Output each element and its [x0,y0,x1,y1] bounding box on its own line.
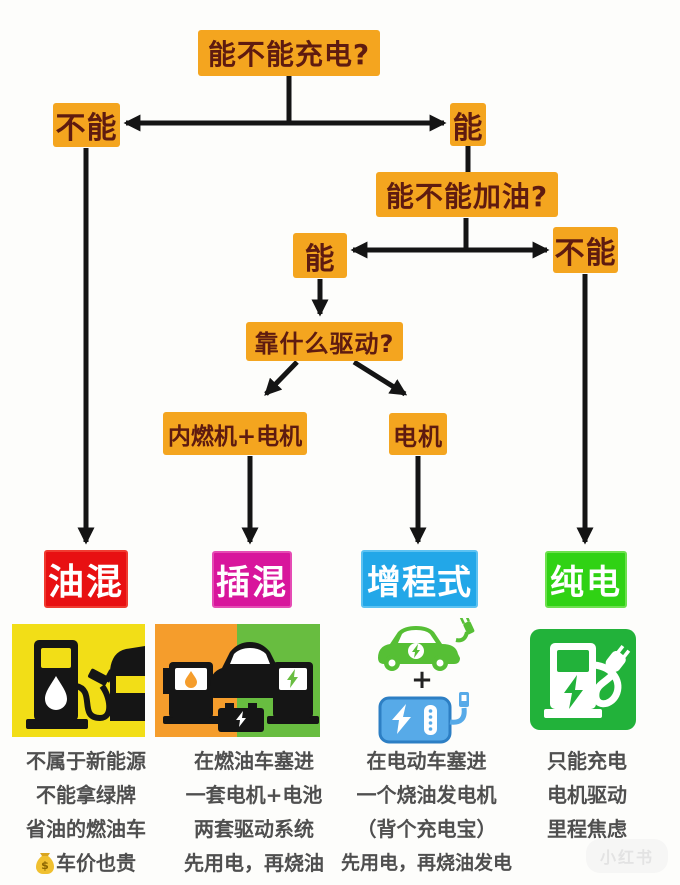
desc-line: 一个烧油发电机 [356,783,497,807]
lightning-bolt [564,675,583,709]
gas-pump-and-car-icon [12,624,145,741]
charger-screen [557,650,589,672]
desc-line: 两套驱动系统 [194,817,314,841]
fuel-hose [74,683,113,722]
desc-line: 不属于新能源 [26,749,146,773]
ev-charging-station-icon [530,629,636,734]
desc-line: $ 车价也贵 [1,846,171,880]
desc-line: 不能拿绿牌 [36,783,136,807]
desc-line: 省油的燃油车 [26,817,146,841]
plug [605,645,631,672]
pump-car-battery-charger-icon [155,624,320,741]
edge-q3-to-ice [264,360,299,396]
node-ice-plus-motor: 内燃机+电机 [163,412,307,455]
desc-line: 先用电，再烧油 [184,851,324,875]
pump-base [26,719,88,729]
desc-line: 电机驱动 [547,783,627,807]
node-question-drive: 靠什么驱动? [246,322,403,361]
node-motor: 电机 [389,413,447,455]
watermark: 小红书 [585,839,668,873]
desc-plugin-hybrid: 在燃油车塞进 一套电机+电池 两套驱动系统 先用电，再烧油 [168,744,340,880]
plug [459,614,475,635]
plus-sign: + [411,665,433,695]
node-no-charge: 不能 [53,103,120,147]
charger-base [544,709,602,718]
money-bag-icon: $ [36,853,54,874]
lightning-bolt [287,669,298,688]
node-question-charge: 能不能充电? [198,30,380,76]
node-yes-charge: 能 [450,103,486,146]
category-pure-electric: 纯电 [545,551,627,608]
ev-car-plus-powerbank-icon [368,614,483,750]
charger-cable [592,661,622,708]
green-ev-car [378,614,475,671]
desc-line: 先用电，再烧油发电 [340,852,512,874]
node-question-fuel: 能不能加油? [376,172,558,217]
oil-droplet [185,671,197,688]
desc-line: 里程焦虑 [547,817,627,841]
usb-cable [449,707,467,725]
desc-pure-electric: 只能充电 电机驱动 里程焦虑 [500,744,674,846]
lightning-bolt [392,704,411,734]
desc-range-extender: 在电动车塞进 一个烧油发电机 （背个充电宝） 先用电，再烧油发电 [334,744,519,880]
lightning-bolt [412,644,420,658]
blue-powerbank [378,692,469,744]
desc-line: （背个充电宝） [356,817,497,841]
category-plugin-hybrid: 插混 [212,551,292,608]
car-window [116,676,145,693]
lightning-bolt [236,711,246,727]
desc-line: 一套电机+电池 [185,783,323,807]
svg-text:$: $ [41,859,49,872]
desc-line: 只能充电 [547,749,627,773]
charging-cable [455,631,469,643]
node-no-fuel: 不能 [553,227,618,273]
edge-q3-to-motor [352,359,408,397]
pump-screen [41,648,71,668]
desc-oil-hybrid: 不属于新能源 不能拿绿牌 省油的燃油车 $ 车价也贵 [1,744,171,880]
oil-droplet [45,676,67,710]
desc-line: 在电动车塞进 [366,749,487,773]
category-oil-hybrid: 油混 [44,550,128,608]
category-range-extender: 增程式 [361,550,478,608]
battery [218,703,264,732]
node-yes-fuel: 能 [293,233,347,278]
desc-line: 在燃油车塞进 [194,749,314,773]
